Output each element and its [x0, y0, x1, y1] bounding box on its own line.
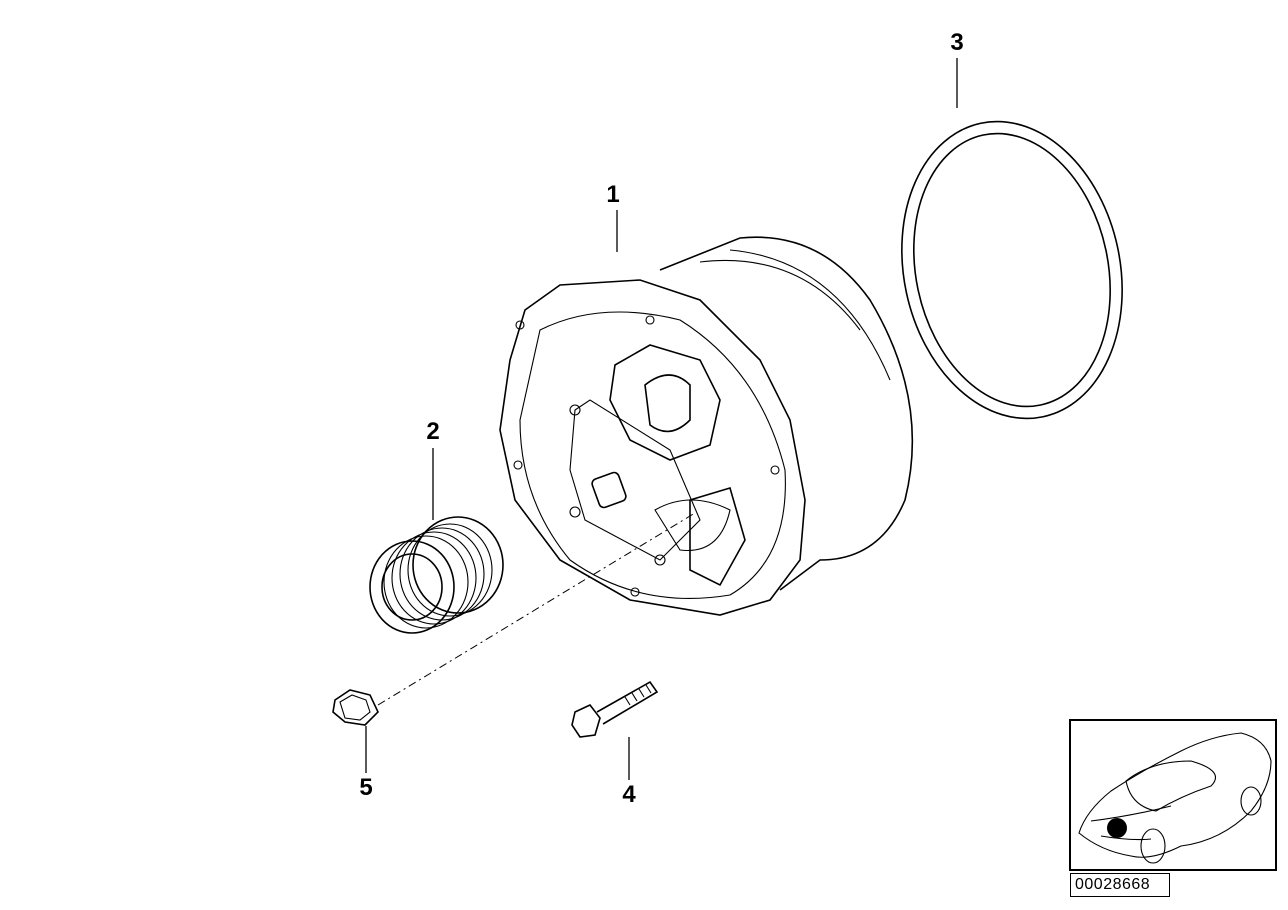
alternator-part [499, 236, 914, 616]
center-line [377, 512, 696, 706]
diagram-number: 00028668 [1070, 873, 1170, 897]
location-marker [1107, 818, 1127, 838]
callout-1[interactable]: 1 [606, 181, 620, 208]
bolt-part [571, 680, 659, 738]
car-outline-icon [1078, 732, 1272, 864]
callout-4[interactable]: 4 [622, 781, 636, 808]
pulley-part [369, 516, 504, 634]
leader-lines [365, 58, 958, 780]
nut-part [332, 689, 379, 726]
vehicle-location-inset [1069, 719, 1277, 871]
callout-5[interactable]: 5 [359, 774, 373, 801]
callout-2[interactable]: 2 [426, 418, 440, 445]
ring-part [901, 120, 1123, 420]
callout-3[interactable]: 3 [950, 29, 964, 56]
